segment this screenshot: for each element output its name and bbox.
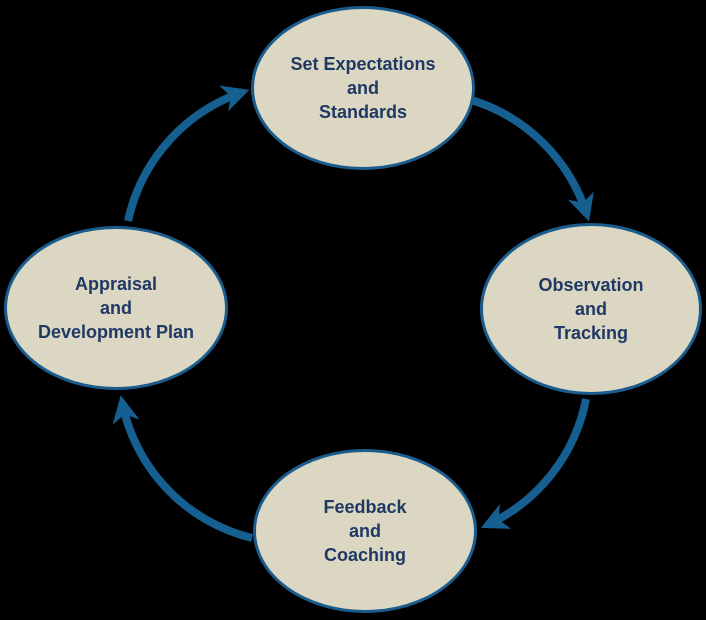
node-label-line: and <box>99 298 132 318</box>
node-label-line: Standards <box>318 102 408 122</box>
arrow-top-to-right-icon <box>466 95 594 222</box>
node-label-line: and <box>348 521 381 541</box>
node-label-line: Feedback <box>323 497 407 517</box>
arrow-bottom-to-left-icon <box>112 395 253 542</box>
node-label-line: Observation <box>538 275 644 295</box>
node-label-line: Appraisal <box>74 274 158 294</box>
node-set-expectations: Set Expectations and Standards <box>251 6 475 170</box>
node-label-line: Development Plan <box>37 322 195 342</box>
node-label-line: and <box>346 78 379 98</box>
arrow-left-to-top-icon <box>124 85 250 222</box>
node-feedback-coaching: Feedback and Coaching <box>253 449 477 613</box>
node-label-line: Tracking <box>553 323 629 343</box>
node-label-line: and <box>574 299 607 319</box>
node-label-line: Coaching <box>323 545 406 565</box>
node-label-line: Set Expectations <box>290 54 436 74</box>
arrow-right-to-bottom-icon <box>480 398 590 529</box>
node-observation-tracking: Observation and Tracking <box>480 223 702 395</box>
node-appraisal-development-plan: Appraisal and Development Plan <box>4 226 228 390</box>
